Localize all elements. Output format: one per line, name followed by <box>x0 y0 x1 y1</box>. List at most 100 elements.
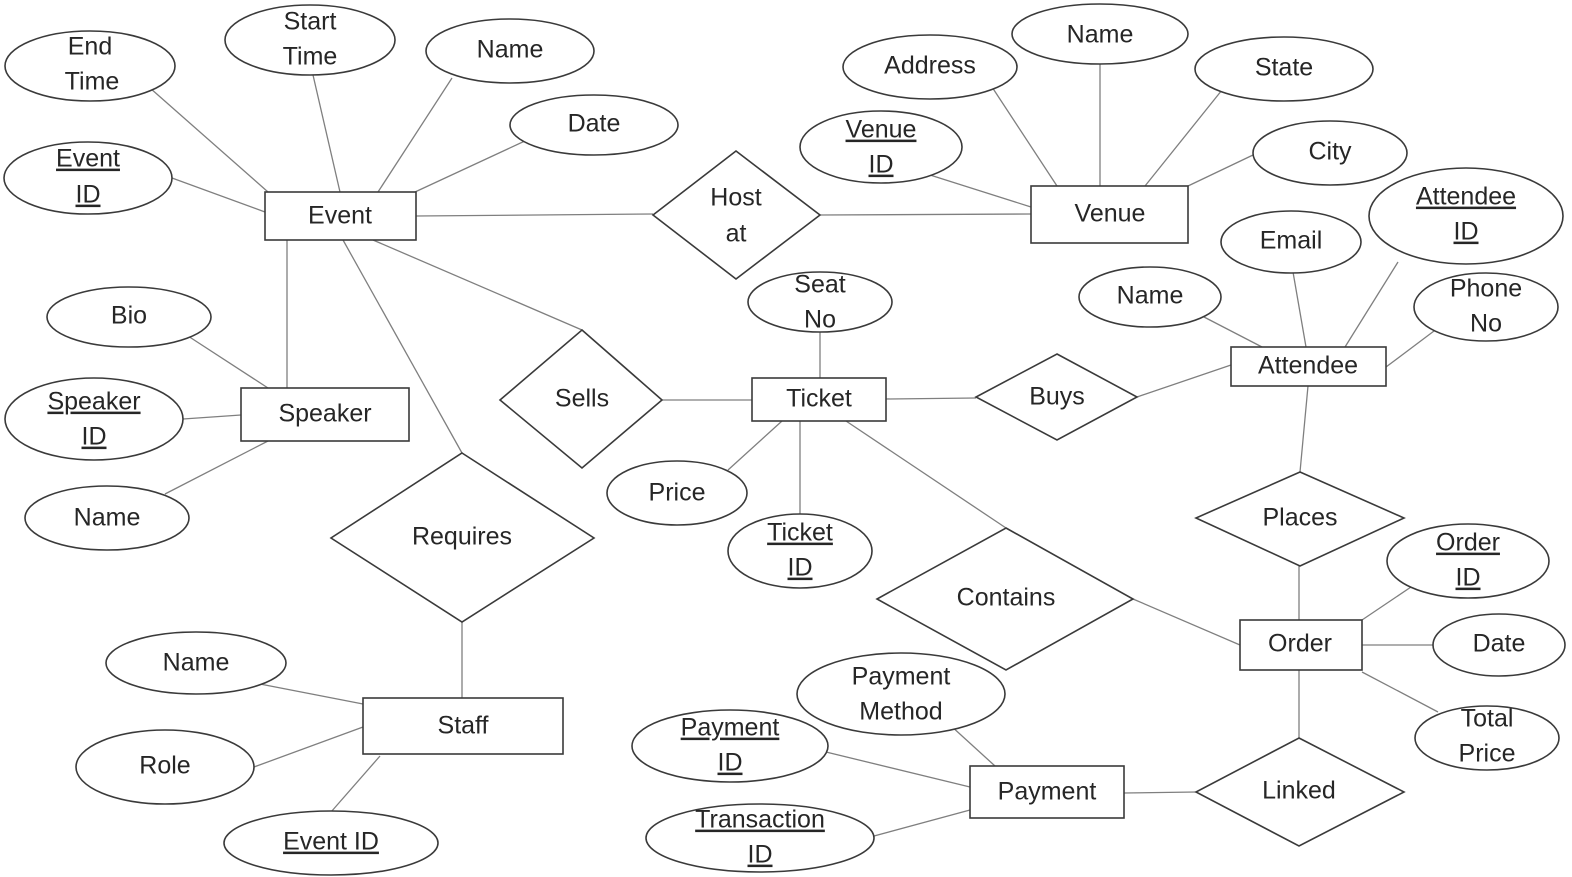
key-attr-label: ID <box>82 423 107 451</box>
attr-payment-method: Payment Method <box>796 652 1006 736</box>
entity-order: Order <box>1239 619 1363 671</box>
relationship-label: Sells <box>555 385 609 413</box>
attr-venue-address: Address <box>842 34 1018 100</box>
relationship-contains: Contains <box>875 527 1135 671</box>
entity-speaker: Speaker <box>240 387 410 442</box>
entity-label: Payment <box>998 778 1097 806</box>
key-attr-label: Attendee <box>1416 183 1516 211</box>
attr-order-id: Order ID <box>1386 523 1550 599</box>
relationship-requires: Requires <box>329 452 596 623</box>
key-attr-label: Payment <box>681 714 780 742</box>
attr-label: Name <box>477 36 544 64</box>
attr-label: No <box>804 306 836 334</box>
attr-venue-name: Name <box>1011 3 1189 65</box>
attr-label: Time <box>283 43 338 71</box>
relationship-label: Linked <box>1262 777 1336 805</box>
attr-start-time: Start Time <box>224 4 396 76</box>
key-attr-label: Transaction <box>695 806 825 834</box>
key-attr-label: Order <box>1436 529 1500 557</box>
attr-staff-name: Name <box>105 631 287 695</box>
relationship-host-at: Host at <box>651 149 822 281</box>
attr-label: Name <box>1067 21 1134 49</box>
attr-label: No <box>1470 310 1502 338</box>
attr-attendee-id: Attendee ID <box>1368 167 1564 265</box>
entity-label: Attendee <box>1258 352 1358 380</box>
attr-label: Email <box>1260 227 1323 255</box>
attr-payment-id: Payment ID <box>631 709 829 783</box>
key-attr-label: Event ID <box>283 828 379 856</box>
attr-ticket-seat-no: Seat No <box>747 271 893 334</box>
entity-payment: Payment <box>969 765 1125 819</box>
attr-speaker-name: Name <box>24 485 190 551</box>
attr-label: Price <box>1459 740 1516 768</box>
attr-attendee-email: Email <box>1220 210 1362 274</box>
attr-label: Method <box>859 698 942 726</box>
key-attr-label: Speaker <box>47 388 140 416</box>
relationship-label: Buys <box>1029 383 1085 411</box>
attr-speaker-id: Speaker ID <box>4 377 184 461</box>
key-attr-label: Venue <box>846 116 917 144</box>
attr-label: Name <box>74 504 141 532</box>
key-attr-label: Ticket <box>767 519 833 547</box>
key-attr-label: ID <box>1454 218 1479 246</box>
entity-label: Speaker <box>278 400 371 428</box>
attr-label: Price <box>649 479 706 507</box>
relationship-label: at <box>726 220 747 248</box>
key-attr-label: ID <box>788 554 813 582</box>
attr-attendee-phone: Phone No <box>1413 272 1559 342</box>
attr-venue-state: State <box>1194 36 1374 102</box>
attr-label: Bio <box>111 302 147 330</box>
attr-ticket-id: Ticket ID <box>727 513 873 589</box>
attr-label: Payment <box>852 663 951 691</box>
attr-ticket-price: Price <box>606 460 748 526</box>
relationship-label: Requires <box>412 523 512 551</box>
attr-staff-event-id: Event ID <box>223 810 439 876</box>
entity-attendee: Attendee <box>1230 346 1387 387</box>
attr-label: Total <box>1461 705 1514 733</box>
attr-label: Time <box>65 68 120 96</box>
attr-label: End <box>68 33 112 61</box>
attr-label: Date <box>1473 630 1526 658</box>
relationship-label: Contains <box>957 584 1056 612</box>
attr-label: Name <box>1117 282 1184 310</box>
attr-event-date: Date <box>509 94 679 156</box>
attr-event-id: Event ID <box>3 141 173 215</box>
entity-label: Staff <box>438 712 489 740</box>
attr-venue-id: Venue ID <box>799 110 963 184</box>
attr-label: City <box>1308 138 1352 166</box>
entity-label: Venue <box>1075 200 1146 228</box>
attr-event-name: Name <box>425 18 595 84</box>
attr-order-total-price: Total Price <box>1414 705 1560 771</box>
attr-order-date: Date <box>1432 613 1566 677</box>
relationship-buys: Buys <box>974 353 1139 441</box>
attr-label: Seat <box>794 271 845 299</box>
key-attr-label: ID <box>718 749 743 777</box>
entity-label: Ticket <box>786 385 852 413</box>
attr-label: Address <box>884 52 976 80</box>
attr-label: Start <box>284 8 337 36</box>
entity-label: Order <box>1268 630 1332 658</box>
connectors <box>149 63 1439 837</box>
relationship-linked: Linked <box>1194 737 1406 847</box>
attr-attendee-name: Name <box>1078 266 1222 328</box>
key-attr-label: ID <box>1456 564 1481 592</box>
attr-label: State <box>1255 54 1313 82</box>
attr-label: Name <box>163 649 230 677</box>
key-attr-label: ID <box>76 181 101 209</box>
attr-label: Phone <box>1450 275 1522 303</box>
attr-label: Date <box>568 110 621 138</box>
key-attr-label: ID <box>748 841 773 869</box>
relationship-sells: Sells <box>498 328 664 470</box>
attr-label: Role <box>139 752 190 780</box>
attr-staff-role: Role <box>75 729 255 805</box>
key-attr-label: Event <box>56 145 120 173</box>
relationship-places: Places <box>1194 471 1406 567</box>
relationship-label: Host <box>710 184 761 212</box>
attr-end-time: End Time <box>4 30 176 102</box>
entity-venue: Venue <box>1030 185 1189 244</box>
entity-staff: Staff <box>362 697 564 755</box>
attr-venue-city: City <box>1252 120 1408 186</box>
key-attr-label: ID <box>869 151 894 179</box>
entity-event: Event <box>264 191 417 241</box>
